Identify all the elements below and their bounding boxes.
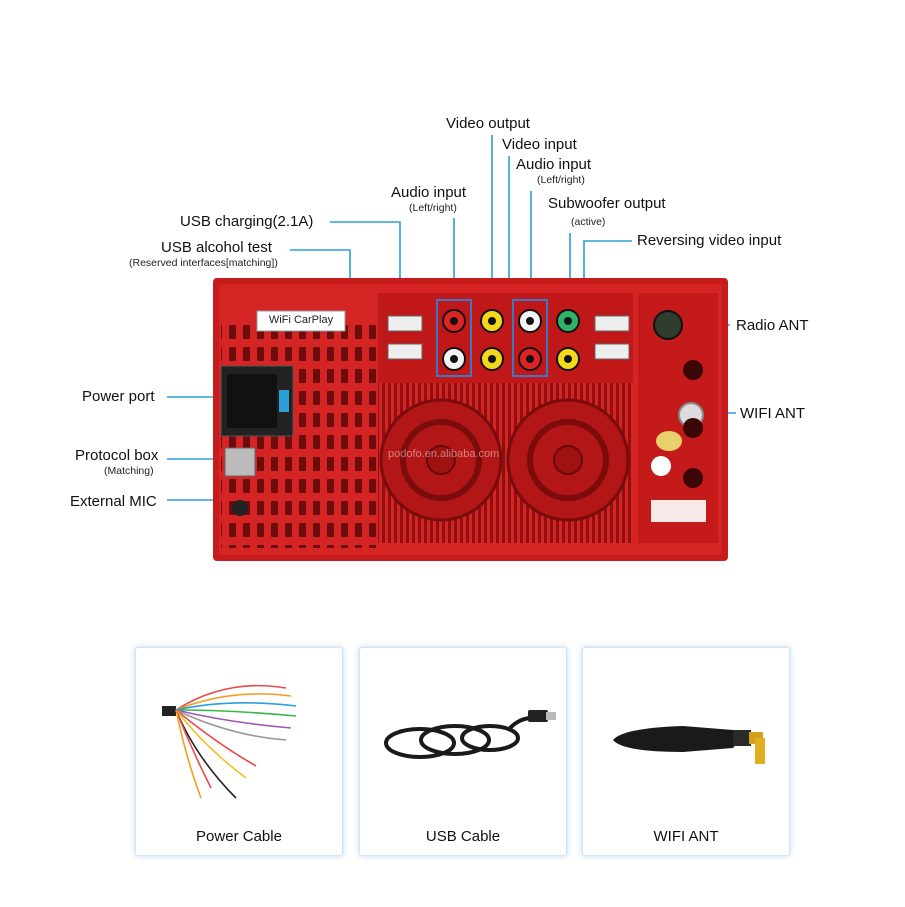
label-usb-alcohol-test: USB alcohol test [161, 239, 272, 256]
label-protocol-box: Protocol box [75, 447, 159, 464]
label-video-output: Video output [446, 115, 530, 132]
accessory-title-power-cable: Power Cable [196, 828, 282, 845]
label-power-port: Power port [82, 388, 155, 405]
label-subwoofer-output: Subwoofer output [548, 195, 666, 212]
usb-cable-image [384, 710, 556, 759]
label-external-mic: External MIC [70, 493, 157, 510]
wifi-carplay-sticker: WiFi CarPlay [268, 314, 334, 326]
label-video-input: Video input [502, 136, 577, 153]
label-audio-input-right: Audio input [516, 156, 592, 173]
accessory-card-usb-cable: USB Cable [359, 647, 567, 856]
label-usb-charging: USB charging(2.1A) [180, 213, 314, 230]
label-radio-ant: Radio ANT [736, 317, 809, 334]
accessory-title-wifi-ant: WIFI ANT [653, 828, 719, 845]
watermark: podofo.en.alibaba.com [388, 448, 500, 460]
power-cable-image [162, 684, 297, 799]
label-audio-input-left-sub: (Left/right) [409, 202, 457, 214]
accessory-title-usb-cable: USB Cable [425, 828, 501, 845]
accessory-card-wifi-ant: WIFI ANT [582, 647, 790, 856]
label-protocol-box-sub: (Matching) [104, 465, 154, 477]
label-subwoofer-output-sub: (active) [571, 216, 606, 228]
label-reversing-video-input: Reversing video input [637, 232, 782, 249]
head-unit-back-panel: WiFi CarPlay podofo.en.alibaba.com [213, 278, 728, 561]
label-wifi-ant: WIFI ANT [740, 405, 805, 422]
label-audio-input-left: Audio input [391, 184, 467, 201]
label-usb-alcohol-test-sub: (Reserved interfaces[matching]) [129, 257, 278, 269]
wifi-antenna-image [613, 726, 765, 764]
accessory-card-power-cable: Power Cable [135, 647, 343, 856]
label-audio-input-right-sub: (Left/right) [537, 174, 585, 186]
